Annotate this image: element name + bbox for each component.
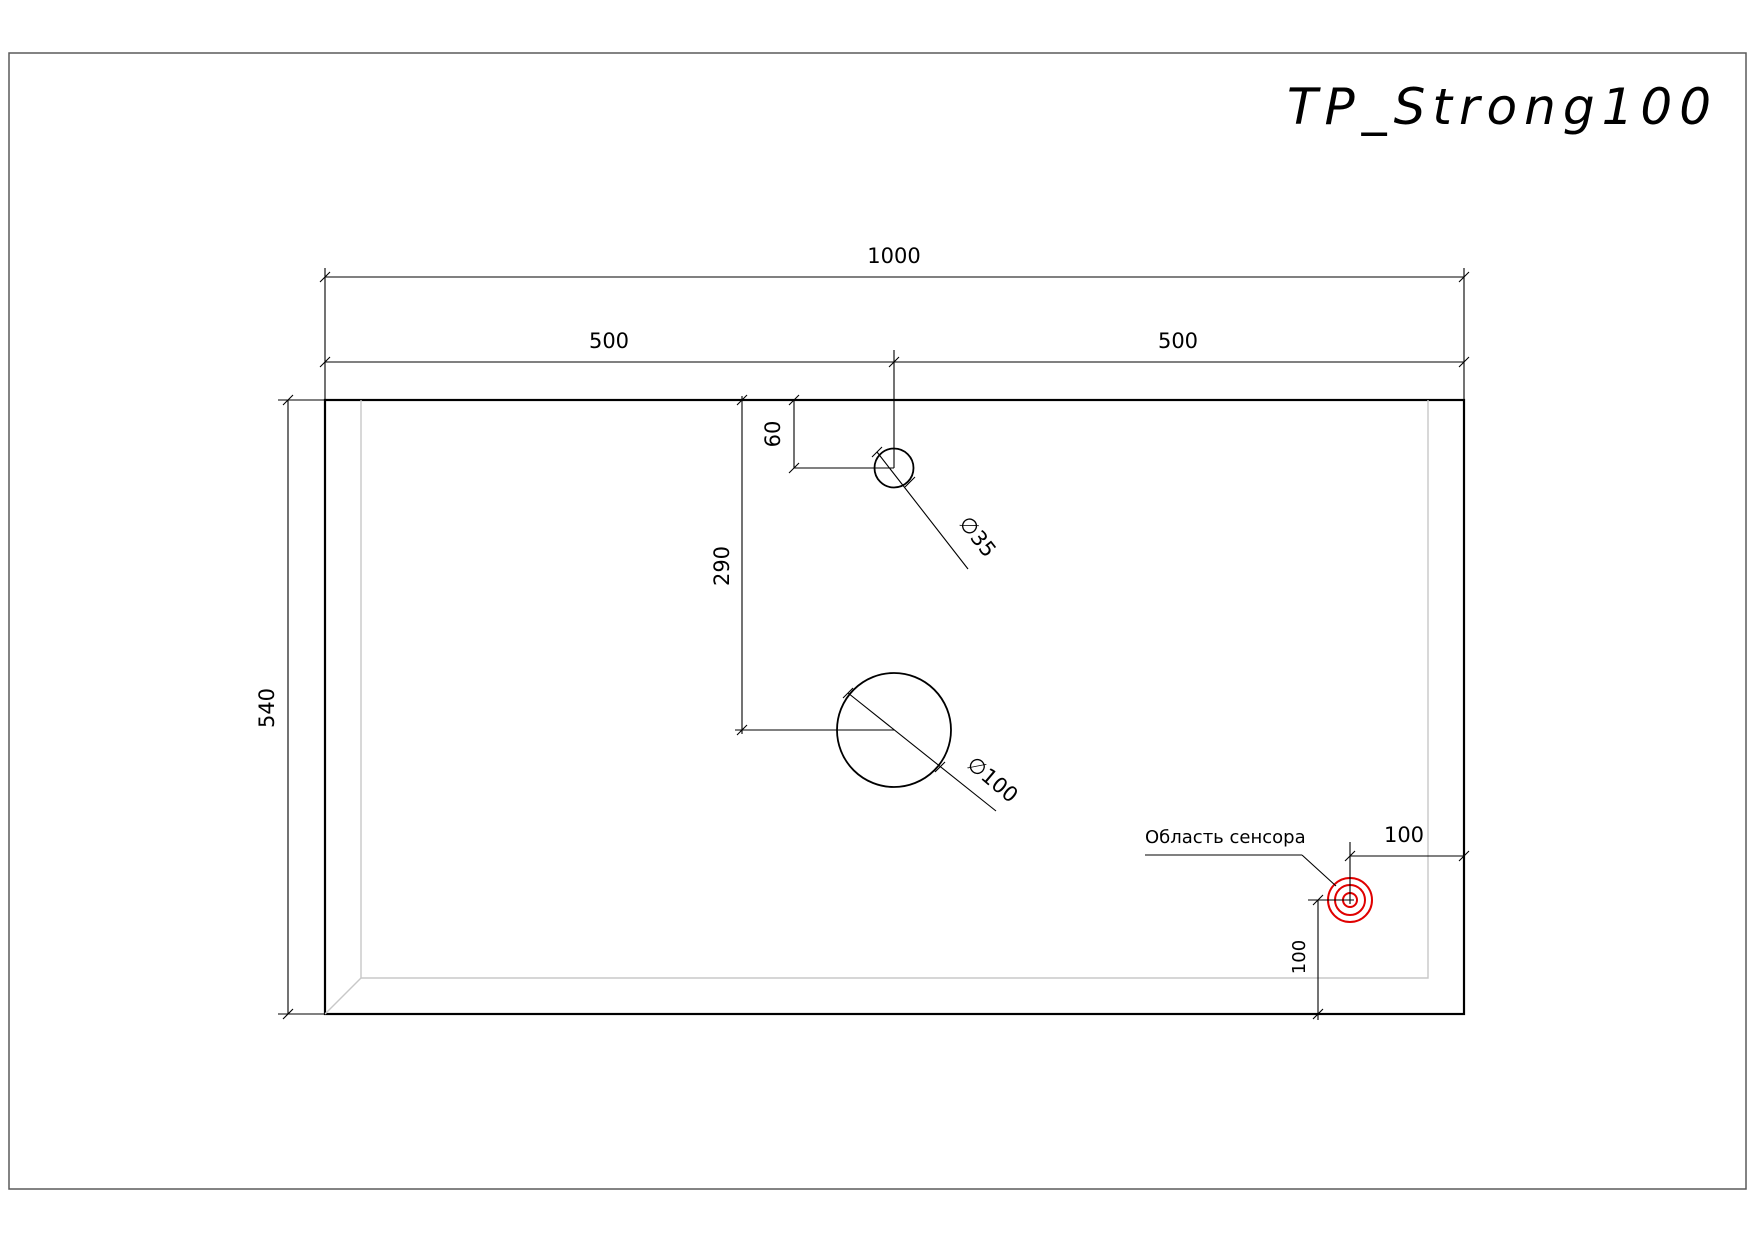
countertop-inner-edge [324, 400, 1429, 1015]
drawing-title: TP_Strong100 [1287, 78, 1718, 136]
countertop-outline [323, 398, 1466, 1016]
dimension-overall-width: 1000 [319, 244, 1470, 400]
sensor-dimensions: 100 100 [1289, 823, 1470, 1020]
sheet-frame [8, 52, 1747, 1190]
drain-hole-diameter-label: ∅100 [962, 752, 1022, 808]
dimension-label-overall-width: 1000 [867, 244, 920, 268]
dimension-label-drain-offset: 290 [710, 546, 734, 586]
dimension-label-left-half: 500 [589, 329, 629, 353]
dimension-label-right-half: 500 [1158, 329, 1198, 353]
dimension-label-sensor-right: 100 [1384, 823, 1424, 847]
dimension-label-tap-offset: 60 [761, 421, 785, 448]
drain-hole-dimensions: 290 ∅100 [710, 394, 1023, 812]
dimension-label-sensor-bottom: 100 [1289, 940, 1310, 974]
tap-hole-diameter-label: ∅35 [954, 512, 1001, 562]
sensor-callout: Область сенсора [1145, 827, 1337, 887]
sensor-callout-label: Область сенсора [1145, 827, 1306, 848]
dimension-half-widths: 500 500 [319, 329, 1470, 468]
dimension-height: 540 [255, 394, 325, 1020]
dimension-label-height: 540 [255, 688, 279, 728]
